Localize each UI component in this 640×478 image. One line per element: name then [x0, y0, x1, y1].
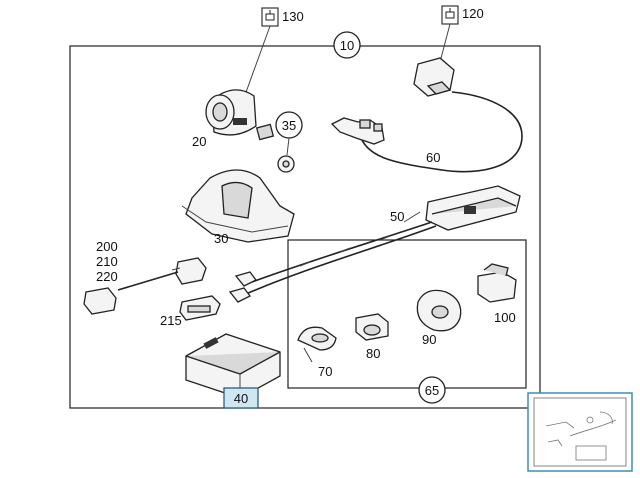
callout-65-label: 65 — [425, 383, 439, 398]
part-50-harness[interactable] — [228, 185, 521, 303]
callout-40-label: 40 — [234, 391, 248, 406]
callout-100-label: 100 — [494, 310, 516, 325]
callout-65[interactable]: 65 — [418, 376, 446, 404]
callout-60-label: 60 — [426, 150, 440, 165]
callout-35[interactable]: 35 — [275, 111, 303, 139]
group-65-frame — [287, 239, 527, 389]
part-30-bracket[interactable] — [181, 169, 295, 243]
part-200-cable-assembly[interactable] — [83, 257, 207, 315]
callout-120-label: 120 — [462, 6, 484, 21]
part-215-connector[interactable] — [179, 295, 221, 321]
callout-20-label: 20 — [192, 134, 206, 149]
leader-120 — [439, 23, 451, 63]
part-60-cable[interactable] — [330, 57, 523, 173]
callout-10[interactable]: 10 — [333, 31, 361, 59]
callout-40-highlight[interactable]: 40 — [223, 387, 259, 409]
callout-220-label: 220 — [96, 269, 118, 284]
part-100-holder[interactable] — [477, 263, 517, 303]
connector-tag-130[interactable]: 130 — [261, 7, 304, 27]
callout-50-label: 50 — [390, 209, 404, 224]
main-frame — [69, 45, 541, 409]
callout-200-label: 200 — [96, 239, 118, 254]
thumbnail-overview[interactable] — [527, 392, 633, 472]
callout-30-label: 30 — [214, 231, 228, 246]
callout-80-label: 80 — [366, 346, 380, 361]
part-90-ring[interactable] — [416, 289, 462, 332]
callout-130-label: 130 — [282, 9, 304, 24]
part-70-bezel[interactable] — [297, 326, 337, 363]
part-35-nut[interactable] — [277, 155, 295, 173]
connector-tag-120[interactable]: 120 — [441, 5, 484, 25]
part-80-sleeve[interactable] — [355, 313, 389, 341]
callout-70-label: 70 — [318, 364, 332, 379]
part-20-ignition-switch[interactable] — [205, 89, 257, 136]
leader-50 — [403, 211, 421, 223]
callout-10-label: 10 — [340, 38, 354, 53]
part-small-clip[interactable] — [255, 123, 275, 141]
leader-35 — [286, 137, 290, 156]
callout-215-label: 215 — [160, 313, 182, 328]
leader-130 — [244, 25, 271, 96]
callout-35-label: 35 — [282, 118, 296, 133]
callout-210-label: 210 — [96, 254, 118, 269]
callout-90-label: 90 — [422, 332, 436, 347]
